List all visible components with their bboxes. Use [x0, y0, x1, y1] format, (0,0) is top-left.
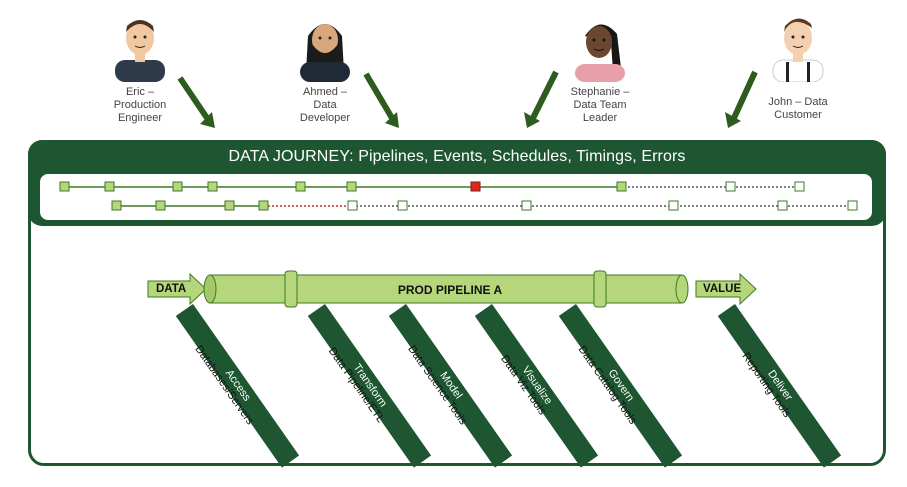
prod-pipeline [203, 270, 689, 308]
value-arrow [695, 272, 757, 306]
arrow-eric [177, 76, 215, 128]
arrow-ahmed [363, 72, 399, 128]
john-avatar [772, 18, 824, 82]
timeline-node [616, 181, 627, 192]
timeline-node [104, 181, 115, 192]
eric-avatar [115, 20, 165, 82]
data-label: DATA [156, 283, 187, 295]
timeline-node-error [470, 181, 481, 192]
stephanie-avatar [575, 24, 625, 82]
persona-john: John – Data Customer [743, 12, 853, 122]
journey-title: DATA JOURNEY: Pipelines, Events, Schedul… [228, 148, 686, 165]
persona-eric: Eric – Production Engineer [85, 12, 195, 125]
timeline-node [725, 181, 736, 192]
persona-name-ahmed: Ahmed – Data Developer [299, 86, 351, 124]
persona-arrows [177, 70, 758, 128]
timeline-node [207, 181, 218, 192]
timeline-node [777, 200, 788, 211]
timeline-node [111, 200, 122, 211]
persona-stephanie: Stephanie – Data Team Leader [545, 12, 655, 125]
timeline-node [59, 181, 70, 192]
timeline-row-1 [59, 181, 805, 192]
timeline-node [847, 200, 858, 211]
arrow-stephanie [524, 70, 559, 128]
persona-name-stephanie: Stephanie – Data Team Leader [570, 86, 630, 124]
timeline-node [258, 200, 269, 211]
timeline-node [397, 200, 408, 211]
ahmed-avatar [300, 24, 350, 82]
timeline-node [295, 181, 306, 192]
persona-name-eric: Eric – Production Engineer [113, 86, 167, 124]
timeline-node [668, 200, 679, 211]
timeline-node [172, 181, 183, 192]
pipeline-label: PROD PIPELINE A [397, 283, 503, 297]
timeline-node [347, 200, 358, 211]
timeline-node [346, 181, 357, 192]
value-label: VALUE [703, 283, 742, 295]
timeline-node [521, 200, 532, 211]
timeline-row-2 [111, 200, 858, 211]
timeline-node [155, 200, 166, 211]
data-arrow [147, 272, 207, 306]
timeline-node [224, 200, 235, 211]
timeline-node [794, 181, 805, 192]
persona-name-john: John – Data Customer [768, 96, 828, 121]
arrow-john [725, 70, 758, 128]
persona-ahmed: Ahmed – Data Developer [270, 12, 380, 125]
